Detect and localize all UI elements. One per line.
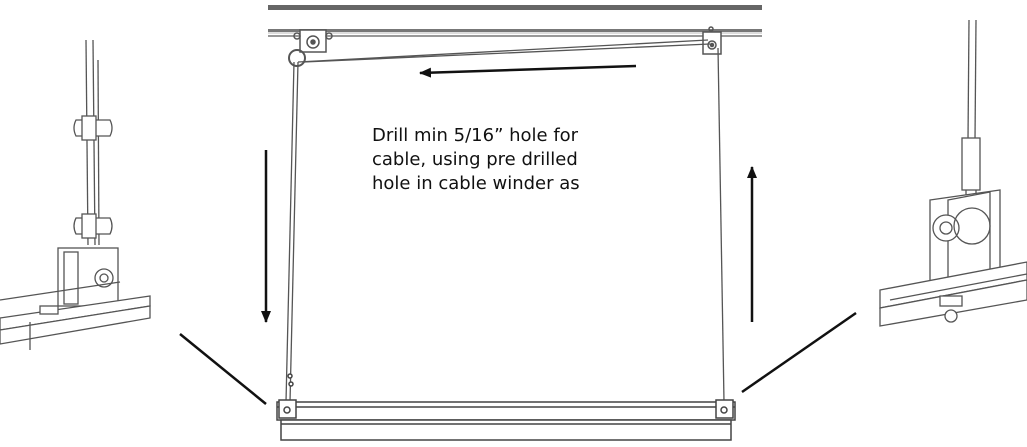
cables: [285, 39, 725, 403]
instruction-line-1: Drill min 5/16” hole for: [372, 125, 579, 146]
pulley-bracket-detail-icon: [879, 19, 1027, 327]
top-left-pulley: [288, 29, 333, 67]
top-right-pulley: [702, 26, 722, 55]
leader-lines: [179, 311, 857, 405]
drilling-instructions: Drill min 5/16” hole for cable, using pr…: [372, 124, 702, 196]
cable-clamp-detail-icon: [0, 39, 151, 350]
instruction-line-2: cable, using pre drilled: [372, 149, 578, 170]
bottom-bar: [276, 373, 736, 441]
ceiling-track: [268, 5, 762, 37]
arrow-icon-left-top: [419, 64, 637, 78]
direction-arrows: [261, 64, 757, 323]
instruction-line-3: hole in cable winder as: [372, 173, 580, 194]
